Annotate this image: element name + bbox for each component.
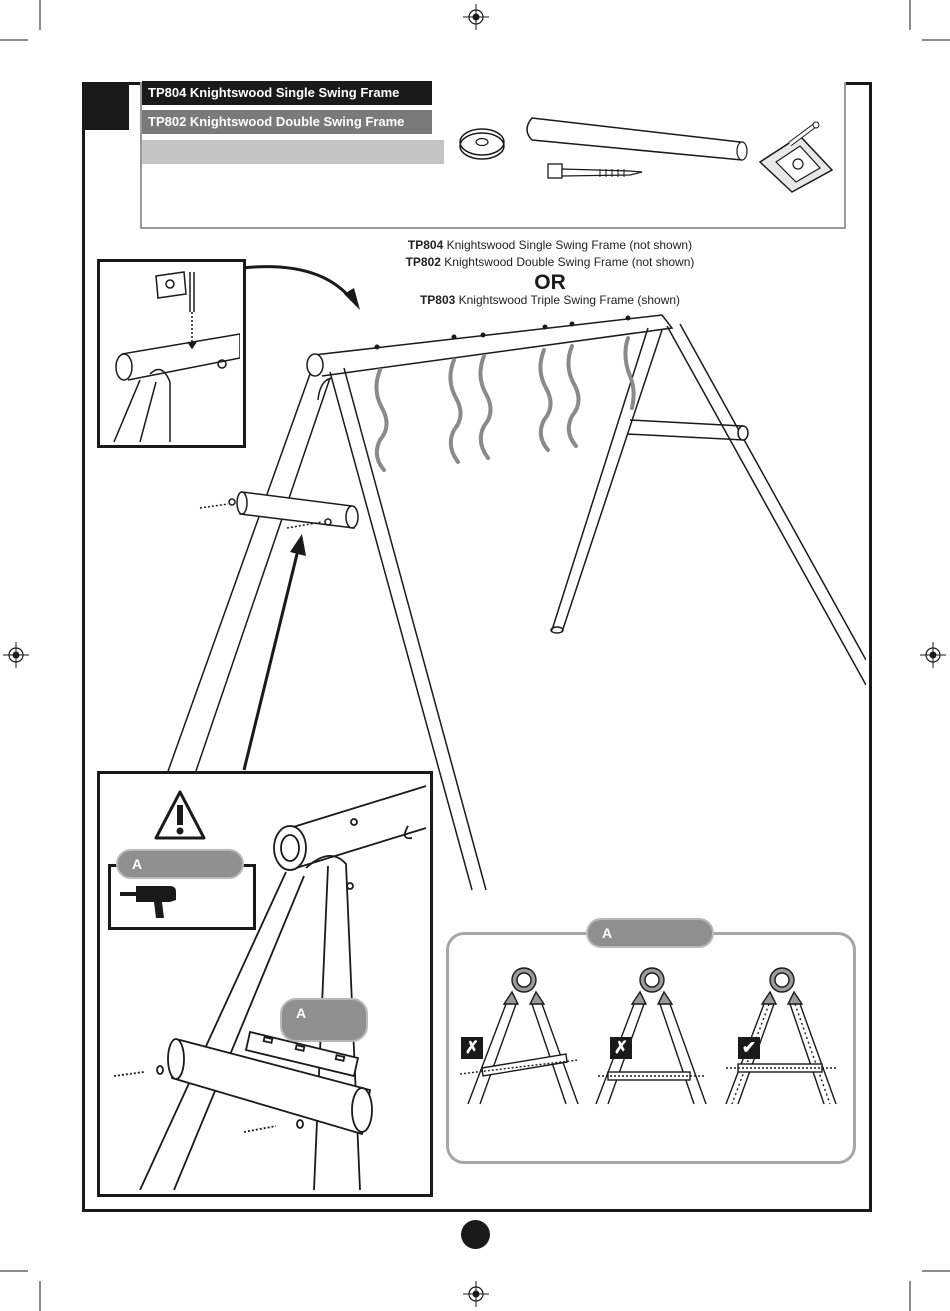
parts-illustration xyxy=(450,100,840,210)
step-number-box xyxy=(82,82,129,130)
caption-double: TP802 Knightswood Double Swing Frame (no… xyxy=(340,255,760,269)
or-divider: OR xyxy=(500,271,600,295)
brace-fitting-illustration xyxy=(100,776,426,1190)
product-title-single: TP804 Knightswood Single Swing Frame xyxy=(142,81,432,105)
level-comparison-illustration xyxy=(456,964,846,1108)
caption-single: TP804 Knightswood Single Swing Frame (no… xyxy=(340,238,760,252)
callout-arrows xyxy=(240,260,370,780)
caption-double-code: TP802 xyxy=(406,255,441,269)
hook-detail-illustration xyxy=(100,262,240,442)
level-panel-label: A xyxy=(586,918,714,948)
caption-single-text: Knightswood Single Swing Frame (not show… xyxy=(443,238,692,252)
product-title-blank xyxy=(142,140,444,164)
incorrect-mark-1: ✗ xyxy=(461,1037,483,1059)
caption-double-text: Knightswood Double Swing Frame (not show… xyxy=(441,255,694,269)
page-number-marker xyxy=(461,1220,490,1249)
level-label: A xyxy=(280,998,368,1042)
product-title-double: TP802 Knightswood Double Swing Frame xyxy=(142,110,432,134)
caption-single-code: TP804 xyxy=(408,238,443,252)
incorrect-mark-2: ✗ xyxy=(610,1037,632,1059)
correct-mark: ✔ xyxy=(738,1037,760,1059)
